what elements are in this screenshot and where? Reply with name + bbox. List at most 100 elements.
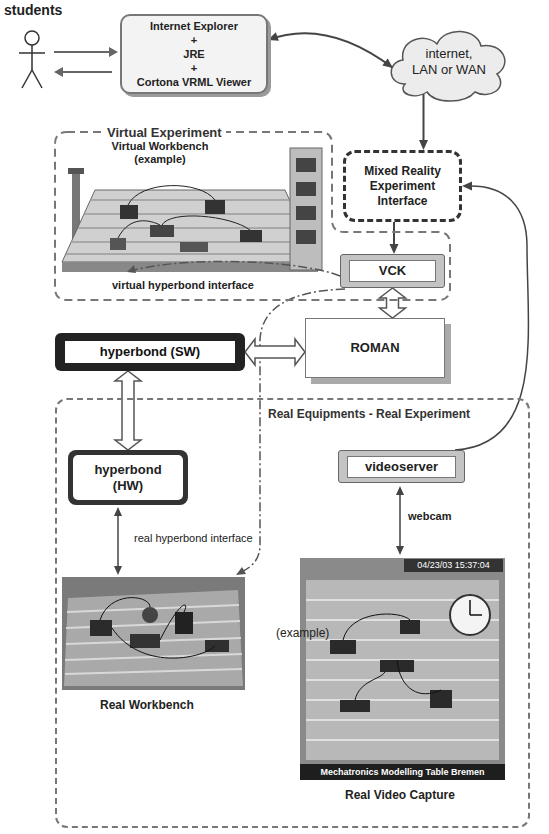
virtual-workbench [150, 225, 174, 237]
virtual-workbench [296, 206, 316, 220]
connector [115, 371, 141, 450]
module-label: VCK [349, 260, 436, 282]
connector-line [423, 94, 425, 142]
student-figure [25, 31, 39, 45]
real-workbench-photo [65, 605, 242, 674]
block-arrow [115, 371, 141, 450]
real-experiment-region: Real Equipments - Real Experimenthyperbo… [55, 398, 530, 828]
student-label: students [4, 2, 62, 19]
arrowhead [390, 244, 399, 254]
module-label: videoserver [347, 456, 456, 478]
interface-label: real hyperbond interface [134, 532, 253, 545]
virtual-workbench [180, 242, 208, 252]
real-workbench-photo [64, 590, 243, 686]
arrowhead [419, 140, 428, 150]
hyperbond-link [134, 261, 340, 276]
label-holder: (example) [276, 626, 329, 640]
virtual-workbench [68, 168, 84, 174]
illustration-caption: Real Video Capture [345, 788, 455, 802]
virtual-workbench [66, 200, 314, 254]
simulator-box: ROMAN [305, 318, 445, 378]
user-arrows [109, 47, 118, 57]
video-capture-photo [300, 558, 505, 780]
video-capture-photo [330, 640, 356, 654]
video-capture-photo [450, 595, 490, 635]
connector [419, 94, 428, 150]
real-workbench-photo [90, 620, 112, 636]
virtual-workbench [290, 148, 322, 270]
hyperbond-link [236, 567, 246, 575]
virtual-workbench [62, 262, 318, 272]
interface-box: Mixed Reality Experiment Interface [343, 150, 462, 222]
virtual-workbench [240, 230, 262, 242]
real-workbench-photo [175, 612, 193, 634]
real-workbench-photo [142, 607, 158, 623]
arrowhead [268, 32, 279, 40]
cloud-outline [391, 31, 505, 101]
software-box: hyperbond (SW) [55, 333, 245, 371]
network-cloud: internet, LAN or WAN [385, 22, 513, 102]
network-label: internet, LAN or WAN [412, 46, 487, 78]
label-holder: Real Workbench [100, 698, 194, 712]
real-workbench-photo [130, 634, 160, 648]
connector [245, 339, 305, 365]
label-holder: Real Video Capture [345, 788, 455, 802]
virtual-workbench [296, 182, 316, 196]
link-label: webcam [408, 510, 451, 523]
virtual-workbench [62, 148, 322, 272]
video-capture-photo [470, 600, 482, 615]
virtual-workbench [120, 205, 138, 219]
cable-arrows [114, 566, 122, 575]
timestamp: 04/23/03 15:37:04 [404, 560, 503, 571]
connector-line [393, 222, 395, 246]
software-item: Cortona VRML Viewer [137, 75, 252, 89]
user-arrows [54, 67, 63, 77]
interface-label: Mixed Reality Experiment Interface [353, 164, 453, 209]
video-capture-photo [300, 764, 505, 780]
label-holder: Virtual Workbench (example) [95, 140, 225, 166]
software-item: JRE [183, 47, 204, 61]
software-item: + [191, 61, 197, 75]
arrowhead [382, 58, 393, 68]
hardware-box: hyperbond (HW) [68, 450, 188, 505]
label-holder: Mechatronics Modelling Table Bremen [300, 767, 505, 778]
video-capture-photo [404, 559, 503, 572]
video-capture-photo [340, 700, 370, 712]
overlay-caption: Mechatronics Modelling Table Bremen [300, 767, 505, 778]
student-figure [19, 31, 45, 88]
module-label: ROMAN [350, 340, 399, 356]
label-holder: virtual hyperbond interface [112, 279, 254, 292]
module-box: VCK [340, 254, 445, 288]
virtual-workbench [205, 200, 225, 214]
hyperbond-link [127, 265, 136, 273]
virtual-workbench [296, 230, 316, 244]
cable-arrows [396, 546, 404, 555]
label-holder: real hyperbond interface [134, 532, 253, 545]
illustration-caption: Real Workbench [100, 698, 194, 712]
label-holder: webcam [408, 510, 451, 523]
virtual-workbench [62, 190, 318, 262]
video-capture-photo [300, 558, 505, 780]
block-arrow [380, 288, 406, 318]
arrowhead [462, 182, 472, 191]
virtual-workbench [118, 186, 250, 238]
cable-arrows [114, 507, 122, 516]
module-label: hyperbond (HW) [73, 455, 183, 500]
connector [268, 32, 393, 68]
student-figure [19, 45, 45, 88]
video-capture-photo [343, 614, 441, 700]
connector-line [268, 33, 393, 68]
software-item: + [191, 33, 197, 47]
cable-arrows [396, 486, 404, 495]
browser-box: Internet Explorer+JRE+Cortona VRML Viewe… [120, 14, 268, 94]
connector [380, 288, 406, 318]
region-heading: Virtual Experiment [103, 125, 226, 141]
user-arrows [54, 47, 118, 77]
label-holder: 04/23/03 15:37:04 [404, 560, 503, 571]
real-workbench-photo [100, 598, 215, 659]
virtual-workbench [296, 158, 316, 172]
software-item: Internet Explorer [150, 19, 238, 33]
connector [390, 222, 399, 254]
label-holder: students [4, 2, 62, 19]
